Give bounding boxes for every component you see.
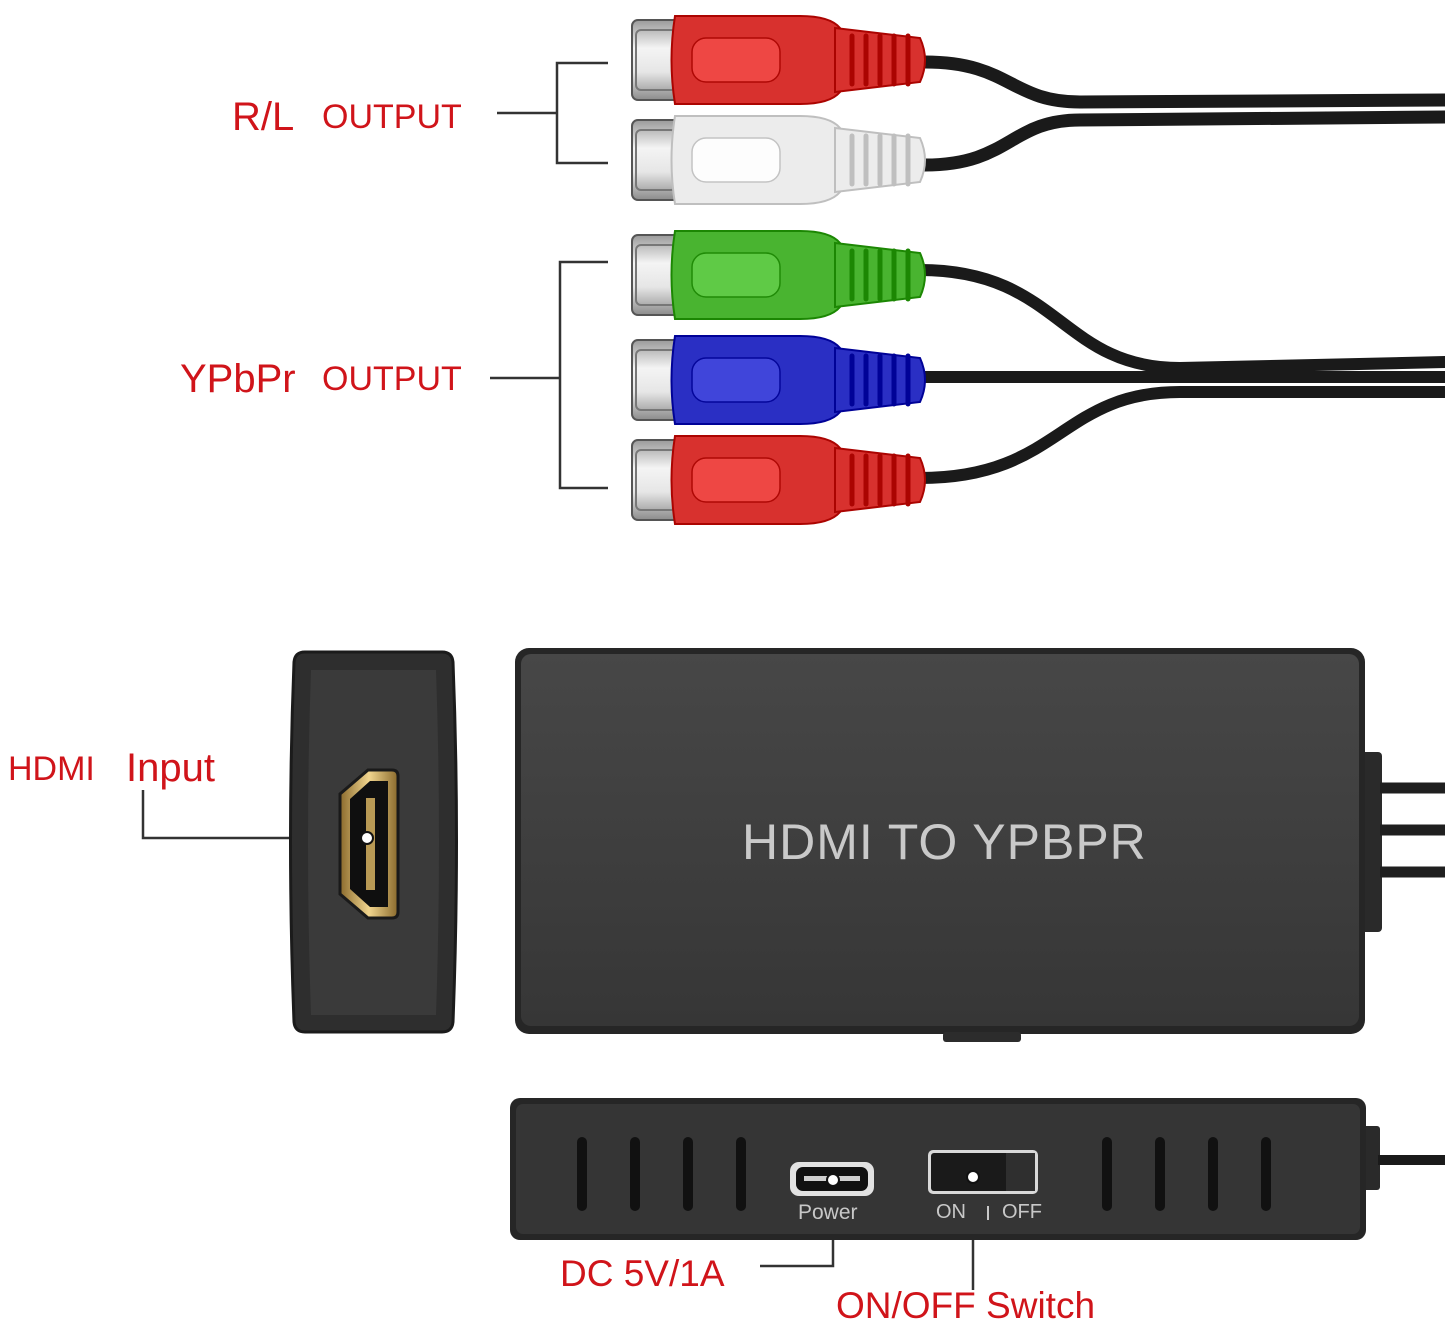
onoff-switch[interactable]: [928, 1150, 1038, 1220]
ypbpr-bracket: [558, 260, 608, 490]
rca-connector-video-pb: [631, 335, 926, 425]
vent-slot: [1155, 1137, 1165, 1211]
switch-on-label: ON: [936, 1201, 966, 1223]
switch-off-label: OFF: [1002, 1201, 1042, 1223]
ypbpr-output-label-prefix: YPbPr: [180, 357, 296, 401]
rca-connector-video-y: [631, 230, 926, 320]
rl-output-label-prefix: R/L: [232, 95, 295, 139]
vent-slot: [1261, 1137, 1271, 1211]
power-port-label: Power: [798, 1201, 858, 1224]
rca-connector-group: [631, 15, 926, 525]
onoff-switch-label: ON/OFF Switch: [836, 1285, 1096, 1326]
hdmi-input-port[interactable]: [338, 768, 400, 920]
vent-slot: [736, 1137, 746, 1211]
hdmi-input-label-prefix: HDMI: [8, 750, 95, 788]
rl-bracket: [555, 61, 608, 165]
device-title: HDMI TO YPBPR: [742, 814, 1147, 870]
ypbpr-output-label-suffix: OUTPUT: [322, 360, 462, 398]
cable-bundle: [914, 55, 1445, 484]
vent-slot: [577, 1137, 587, 1211]
rl-output-label-suffix: OUTPUT: [322, 98, 462, 136]
vent-slots: [577, 1137, 1271, 1211]
vent-slot: [630, 1137, 640, 1211]
rca-connector-video-pr: [631, 435, 926, 525]
power-port[interactable]: [790, 1162, 874, 1196]
rca-connector-audio-right: [631, 15, 926, 105]
converter-box: [515, 648, 1445, 1042]
hdmi-input-label-suffix: Input: [126, 746, 215, 790]
vent-slot: [1102, 1137, 1112, 1211]
rca-connector-audio-left: [631, 115, 926, 205]
vent-slot: [683, 1137, 693, 1211]
dc-power-label: DC 5V/1A: [560, 1253, 725, 1294]
vent-slot: [1208, 1137, 1218, 1211]
